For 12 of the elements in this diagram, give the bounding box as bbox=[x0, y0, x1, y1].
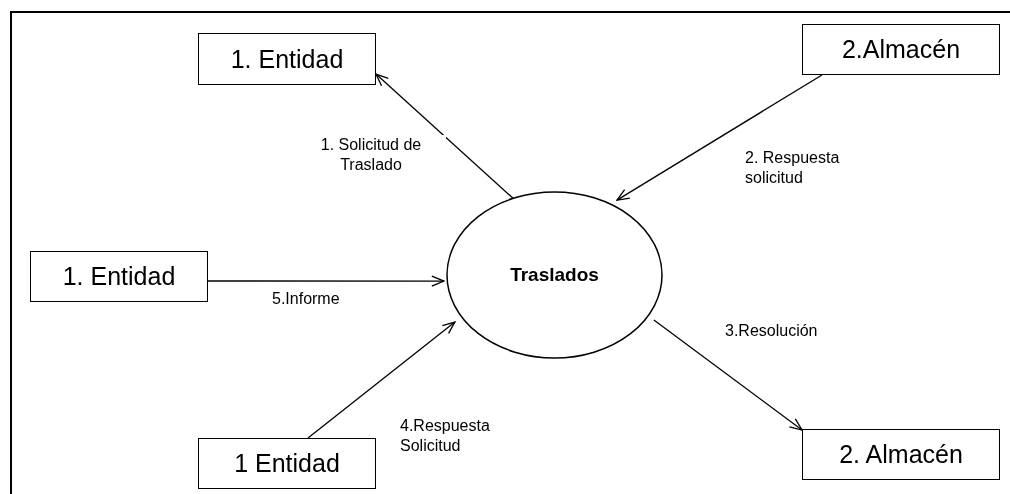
entity-box: 1. Entidad bbox=[30, 251, 208, 302]
arrow bbox=[375, 73, 516, 201]
process-name: Traslados bbox=[510, 264, 599, 286]
arrow bbox=[616, 74, 823, 201]
arrow bbox=[653, 319, 803, 431]
arrow bbox=[307, 321, 456, 439]
entity-box: 1 Entidad bbox=[198, 438, 376, 489]
entity-box: 1. Entidad bbox=[198, 33, 376, 85]
process-ellipse bbox=[446, 191, 663, 359]
entity-box: 2. Almacén bbox=[802, 429, 1000, 480]
entity-box: 2.Almacén bbox=[802, 24, 1000, 75]
arrow bbox=[207, 275, 445, 287]
